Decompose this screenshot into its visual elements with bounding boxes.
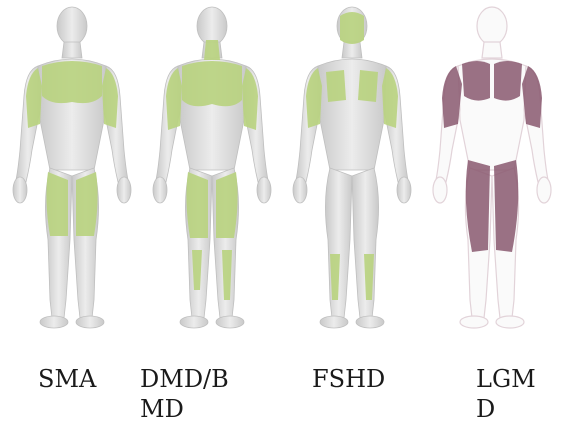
affected-face (340, 12, 364, 44)
affected-chest-left (326, 70, 346, 102)
affected-chest-left (462, 61, 490, 101)
affected-thigh-left (186, 172, 208, 238)
affected-neck (204, 40, 220, 60)
body-diagram-fshd (282, 0, 422, 340)
affected-chest-right (358, 70, 378, 102)
affected-thigh-left (46, 172, 68, 236)
figure-dmd-bmd (142, 0, 282, 340)
affected-thigh-right (76, 172, 98, 236)
body-diagram-lgmd (422, 0, 562, 340)
label-sma: SMA (38, 364, 96, 394)
affected-shoulders-chest (42, 61, 102, 103)
affected-chest-right (494, 61, 522, 101)
label-dmd-bmd: DMD/B MD (140, 364, 229, 424)
label-fshd: FSHD (312, 364, 385, 394)
affected-shoulders-chest (182, 61, 242, 106)
body-diagram-dmd-bmd (142, 0, 282, 340)
label-lgmd: LGM D (476, 364, 536, 424)
figure-fshd (282, 0, 422, 340)
body-diagram-sma (2, 0, 142, 340)
affected-thigh-right (216, 172, 238, 238)
figure-sma (2, 0, 142, 340)
figure-lgmd (422, 0, 562, 340)
affected-upper-arm-right (522, 66, 542, 128)
affected-upper-arm-left (442, 66, 462, 128)
